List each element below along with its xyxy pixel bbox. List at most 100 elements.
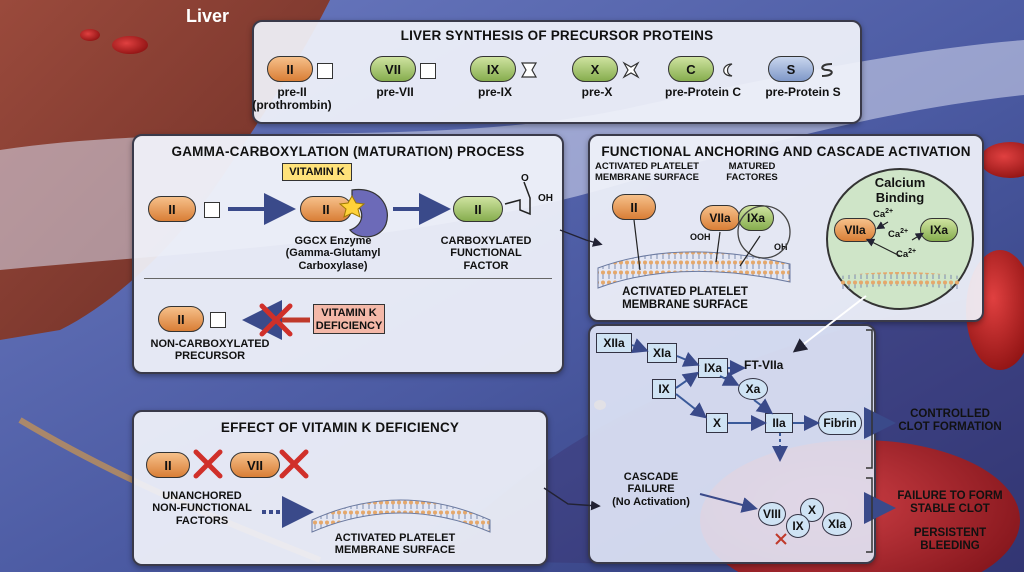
ca-charge: 2+	[900, 228, 909, 235]
factor-code: II	[168, 201, 176, 217]
activated-surface-label-top: ACTIVATED PLATELET MEMBRANE SURFACE	[595, 161, 699, 183]
factor-code: II	[177, 311, 185, 327]
anchored-factor-viia: VIIa	[700, 205, 740, 231]
cascade-failure-label: CASCADE FAILURE (No Activation)	[612, 471, 690, 508]
panel-title: LIVER SYNTHESIS OF PRECURSOR PROTEINS	[400, 28, 714, 43]
ca-label: Ca	[873, 209, 886, 221]
star-site-icon	[622, 61, 640, 79]
oh-label: OH	[774, 242, 788, 252]
calcium-binding-title: Calcium Binding	[874, 175, 926, 205]
factor-xia: XIa	[647, 343, 677, 363]
s-shape-site-icon	[821, 63, 833, 77]
panel-title: EFFECT OF VITAMIN K DEFICIENCY	[220, 420, 460, 435]
calcium-ion-2: Ca2+	[888, 228, 908, 241]
ft-viia-label: FT-VIIa	[744, 358, 784, 372]
non-carboxylated-factor-ii: II	[158, 306, 204, 332]
failed-factor-xia: XIa	[822, 512, 852, 536]
anchored-factor-ii: II	[612, 194, 656, 220]
factor-xa: Xa	[738, 378, 768, 400]
factor-code: II	[286, 61, 294, 77]
carboxylated-factor-ii: II	[453, 196, 503, 222]
non-carboxylated-label: NON-CARBOXYLATED PRECURSOR	[150, 338, 270, 363]
unanchored-label: UNANCHORED NON-FUNCTIONAL FACTORS	[152, 490, 252, 527]
precursor-vii: VII	[370, 56, 416, 82]
precursor-s: S	[768, 56, 814, 82]
deficient-membrane-label: ACTIVATED PLATELET MEMBRANE SURFACE	[334, 532, 456, 557]
factor-code: II	[630, 199, 638, 215]
precursor-synthesis-panel: LIVER SYNTHESIS OF PRECURSOR PROTEINS	[252, 20, 862, 124]
factor-ii-in-enzyme: II	[300, 196, 352, 222]
calcium-ion-1: Ca2+	[873, 208, 893, 221]
notched-site-icon	[520, 62, 538, 78]
carboxylated-factor-label: CARBOXYLATED FUNCTIONAL FACTOR	[440, 235, 532, 272]
controlled-clot-label: CONTROLLED CLOT FORMATION	[898, 408, 1002, 433]
factor-iia: IIa	[765, 413, 793, 433]
factor-code: VII	[247, 457, 263, 473]
factor-code: X	[590, 61, 600, 77]
failed-factor-ix: IX	[786, 514, 810, 538]
failed-factor-viii: VIII	[758, 502, 786, 526]
ggcx-enzyme-label: GGCX Enzyme (Gamma-Glutamyl Carboxylase)	[285, 235, 381, 272]
carboxyl-o-label: O	[521, 173, 529, 184]
precursor-label: pre-VII	[376, 85, 414, 99]
site-holder	[520, 57, 540, 79]
factor-code: VIIa	[844, 223, 866, 237]
factor-code: II	[164, 457, 172, 473]
ca-label: Ca	[896, 249, 909, 261]
vitamin-k-label: VITAMIN K	[282, 163, 352, 181]
unanchored-factor-vii: VII	[230, 452, 280, 478]
factor-code: II	[322, 201, 330, 217]
site-holder	[818, 57, 838, 79]
factor-code: II	[474, 201, 482, 217]
precursor-label: pre-II (prothrombin)	[252, 85, 332, 113]
unmodified-site-icon	[204, 202, 220, 218]
site-holder	[718, 57, 738, 79]
unmodified-site-icon	[210, 312, 226, 328]
vitamin-k-deficiency-box: VITAMIN K DEFICIENCY	[313, 304, 385, 334]
precursor-x: X	[572, 56, 618, 82]
precursor-c: C	[668, 56, 714, 82]
liver-label: Liver	[186, 6, 230, 26]
ooh-label: OOH	[690, 232, 711, 242]
factor-code: IXa	[746, 211, 765, 225]
factor-code: S	[786, 61, 796, 77]
factor-ix: IX	[652, 379, 676, 399]
factor-ixa: IXa	[698, 358, 728, 378]
factor-code: C	[686, 61, 696, 77]
precursor-ix: IX	[470, 56, 516, 82]
site-holder	[317, 57, 337, 79]
precursor-label: pre-IX	[477, 85, 512, 99]
fibrin: Fibrin	[818, 411, 862, 435]
divider	[144, 278, 552, 279]
panel-title: FUNCTIONAL ANCHORING AND CASCADE ACTIVAT…	[601, 144, 971, 159]
matured-factors-label: MATURED FACTORES	[726, 161, 778, 183]
persistent-bleeding-label: PERSISTENT BLEEDING	[913, 527, 987, 552]
factor-code: VIIa	[709, 211, 731, 225]
precursor-label: pre-X	[581, 85, 613, 99]
factor-x: X	[706, 413, 728, 433]
precursor-ii: II	[267, 56, 313, 82]
factor-xiia: XIIa	[596, 333, 632, 353]
panel-title: GAMMA-CARBOXYLATION (MATURATION) PROCESS	[171, 144, 525, 159]
site-holder	[420, 57, 440, 79]
precursor-label: pre-Protein S	[765, 85, 841, 99]
precursor-label: pre-Protein C	[664, 85, 741, 99]
hook-site-icon	[723, 63, 733, 77]
vitamin-k-deficiency-panel: EFFECT OF VITAMIN K DEFICIENCY	[132, 410, 548, 566]
carboxyl-oh-label: OH	[538, 193, 553, 204]
calcium-factor-viia: VIIa	[834, 218, 876, 242]
unmodified-site-icon	[420, 63, 436, 79]
calcium-factor-ixa: IXa	[920, 218, 958, 242]
unanchored-factor-ii: II	[146, 452, 190, 478]
ca-label: Ca	[888, 229, 901, 241]
ca-charge: 2+	[885, 208, 894, 215]
factor-code: VII	[385, 61, 401, 77]
activated-surface-label-bottom: ACTIVATED PLATELET MEMBRANE SURFACE	[622, 286, 748, 311]
ca-charge: 2+	[908, 248, 917, 255]
failure-to-clot-label: FAILURE TO FORM STABLE CLOT	[897, 490, 1003, 515]
site-holder	[622, 57, 642, 79]
unmodified-site-icon	[317, 63, 333, 79]
factor-ii-precursor: II	[148, 196, 196, 222]
calcium-ion-3: Ca2+	[896, 248, 916, 261]
factor-code: IX	[486, 61, 500, 77]
